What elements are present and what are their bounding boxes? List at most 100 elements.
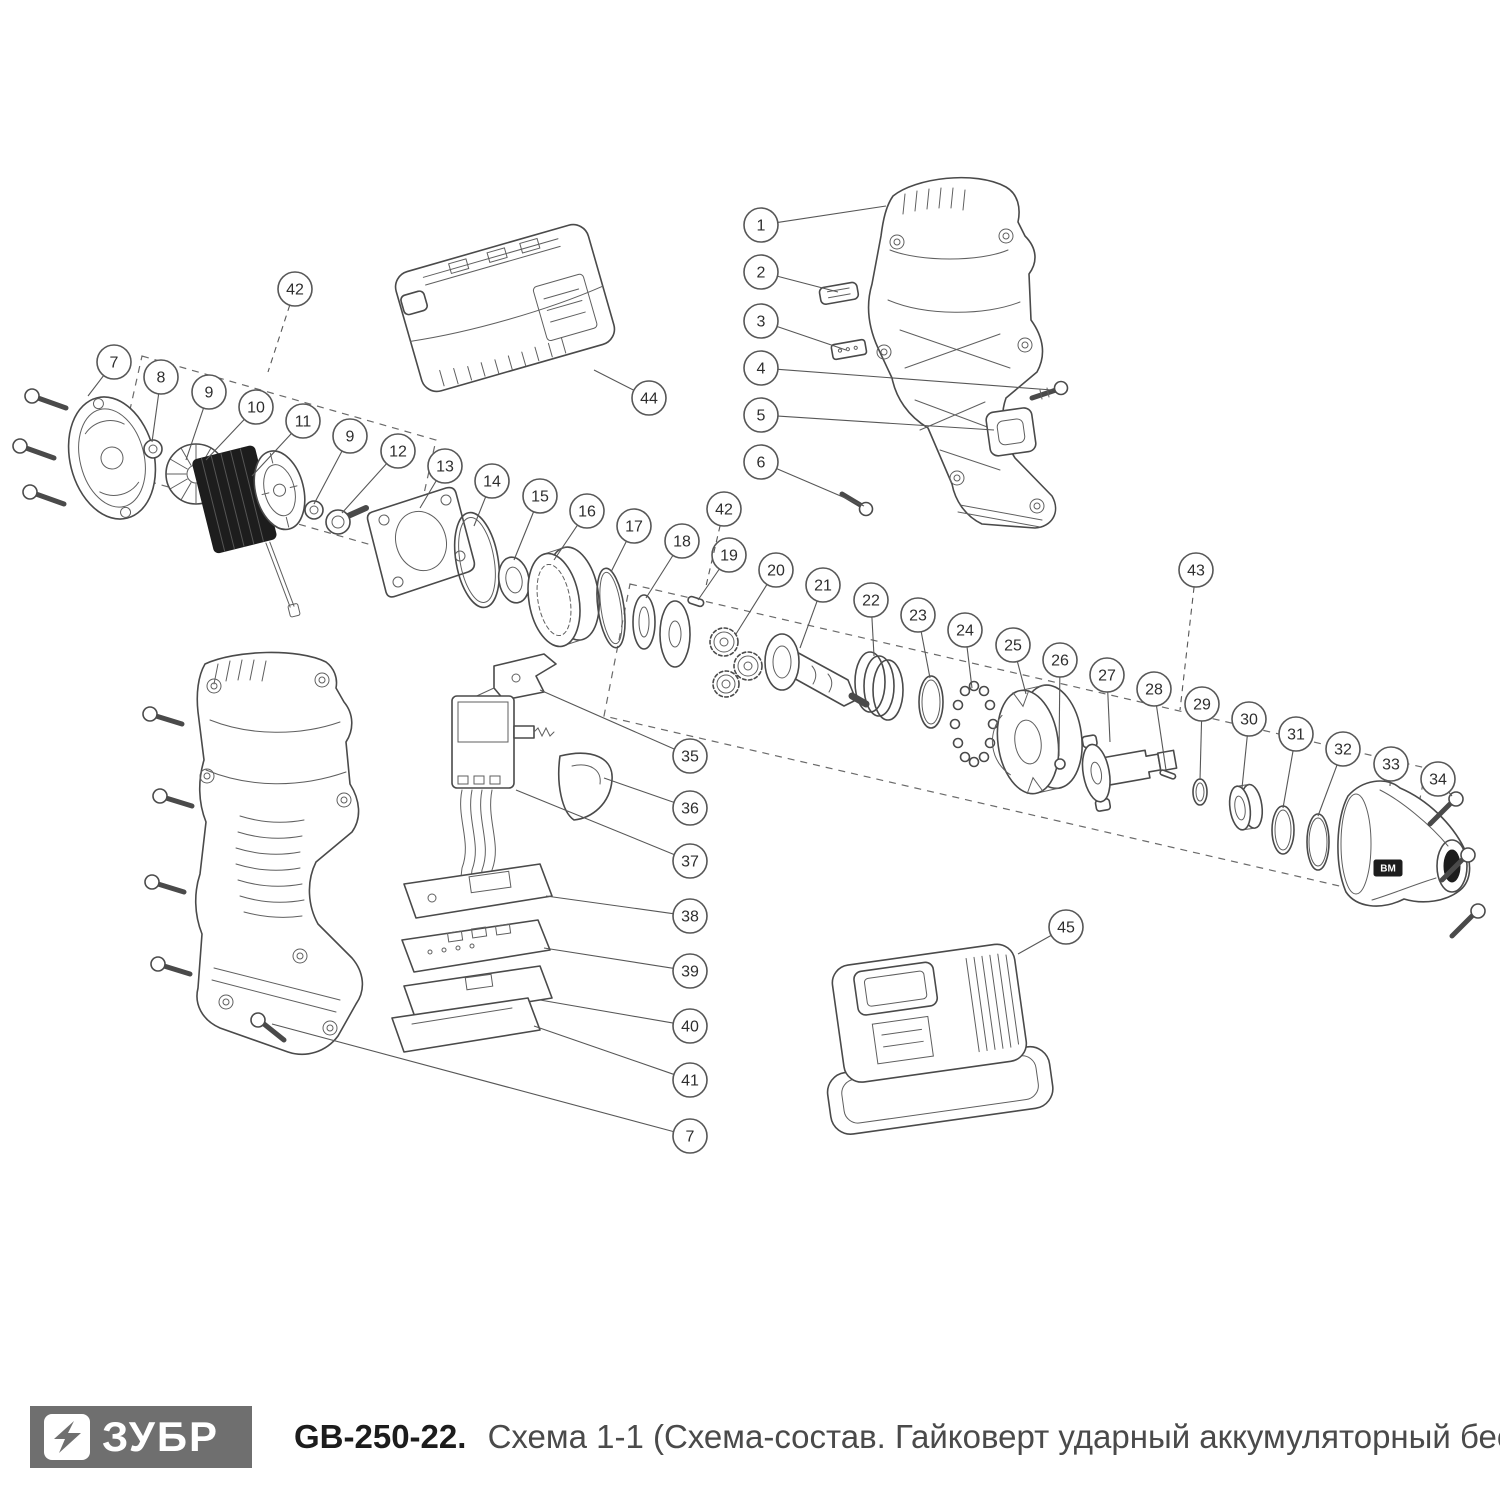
callout-12: 12 [380,433,416,469]
callout-39: 39 [672,953,708,989]
callout-41: 41 [672,1062,708,1098]
washer-19-drawing [659,595,705,668]
gear-plate-drawing [366,486,476,598]
svg-text:9: 9 [346,429,355,446]
pcb-plate-drawing [403,863,553,919]
svg-text:16: 16 [578,504,596,521]
svg-text:38: 38 [681,909,699,926]
svg-text:5: 5 [757,408,766,425]
washer-9-drawing [304,500,324,520]
o-ring-29-drawing [1192,778,1208,806]
svg-text:23: 23 [909,608,927,625]
callout-leader-34 [1448,791,1453,797]
svg-text:6: 6 [757,455,766,472]
callout-42: 42 [706,491,742,527]
housing-screws-drawing [142,706,287,1043]
terminal-board-drawing [401,919,551,973]
callout-leader-30 [1241,735,1248,789]
svg-text:37: 37 [681,854,699,871]
front-cover-drawing: BM [1337,780,1471,907]
callout-29: 29 [1184,686,1220,722]
callout-leader-6 [776,468,865,507]
svg-text:1: 1 [757,218,766,235]
ring-23-drawing [918,675,944,729]
mode-button-drawing [818,281,860,306]
callout-14: 14 [474,463,510,499]
callout-leader-28 [1155,705,1167,771]
callout-leader-25 [1016,661,1027,695]
svg-text:9: 9 [205,385,214,402]
callout-leader-44 [593,369,635,391]
callout-leader-5 [777,415,995,431]
svg-text:7: 7 [110,355,119,372]
callout-1: 1 [743,207,779,243]
svg-text:31: 31 [1287,727,1305,744]
callout-leader-23 [920,631,931,679]
housing-right-half-drawing [867,176,1057,529]
model-code: GB-250-22. [294,1418,467,1455]
callout-leader-40 [539,999,674,1024]
callout-34: 34 [1420,761,1456,797]
svg-text:36: 36 [681,801,699,818]
svg-text:43: 43 [1187,563,1205,580]
callout-17: 17 [616,508,652,544]
charger-drawing [826,943,1054,1135]
callout-32: 32 [1325,731,1361,767]
housing-left-half-drawing [194,651,364,1056]
callout-leader-36 [603,777,675,803]
planet-gears-drawing [709,627,763,698]
bottom-plate-drawing [391,997,541,1053]
callout-30: 30 [1231,701,1267,737]
callout-44: 44 [631,380,667,416]
svg-text:25: 25 [1004,638,1022,655]
callout-leader-24 [966,646,973,689]
callout-24: 24 [947,612,983,648]
callout-22: 22 [853,582,889,618]
callout-5: 5 [743,397,779,433]
diagram-subtitle: Схема 1-1 (Схема-состав. Гайковерт ударн… [487,1418,1500,1455]
hammer-drawing [991,684,1083,795]
svg-text:15: 15 [531,489,549,506]
callout-leader-7 [87,375,105,397]
svg-text:34: 34 [1429,772,1447,789]
callout-leader-8 [151,393,160,443]
callout-4: 4 [743,350,779,386]
callout-8: 8 [143,359,179,395]
callout-leader-12 [341,463,388,514]
callout-leader-2 [777,275,839,293]
svg-text:27: 27 [1098,668,1116,685]
callout-13: 13 [427,448,463,484]
ball-ring-drawing [949,680,999,768]
callout-leader-35 [539,689,675,750]
callout-36: 36 [672,790,708,826]
svg-text:42: 42 [286,282,304,299]
callout-leader-29 [1199,720,1203,781]
svg-text:28: 28 [1145,682,1163,699]
callout-leader-14 [473,496,487,527]
brand-logo-icon [44,1414,90,1460]
svg-text:41: 41 [681,1073,699,1090]
front-screws-drawing [1427,791,1486,939]
switch-block-drawing [451,695,555,889]
svg-text:11: 11 [295,414,312,431]
svg-text:22: 22 [862,593,880,610]
callout-leader-18 [645,555,674,599]
callout-3: 3 [743,303,779,339]
callout-28: 28 [1136,671,1172,707]
callout-37: 37 [672,843,708,879]
spindle-drawing [764,633,870,708]
bushing-30-drawing [1228,783,1264,831]
callout-leader-10 [205,418,245,461]
motor-end-cap-drawing [67,396,157,520]
callout-leader-38 [545,895,674,915]
gasket-ring-drawing [453,511,501,609]
svg-text:14: 14 [483,474,501,491]
callout-35: 35 [672,738,708,774]
bearing-15-drawing [497,556,531,604]
callout-2: 2 [743,254,779,290]
callout-leader-20 [735,584,768,635]
svg-text:32: 32 [1334,742,1352,759]
svg-text:21: 21 [814,578,832,595]
callout-19: 19 [711,537,747,573]
